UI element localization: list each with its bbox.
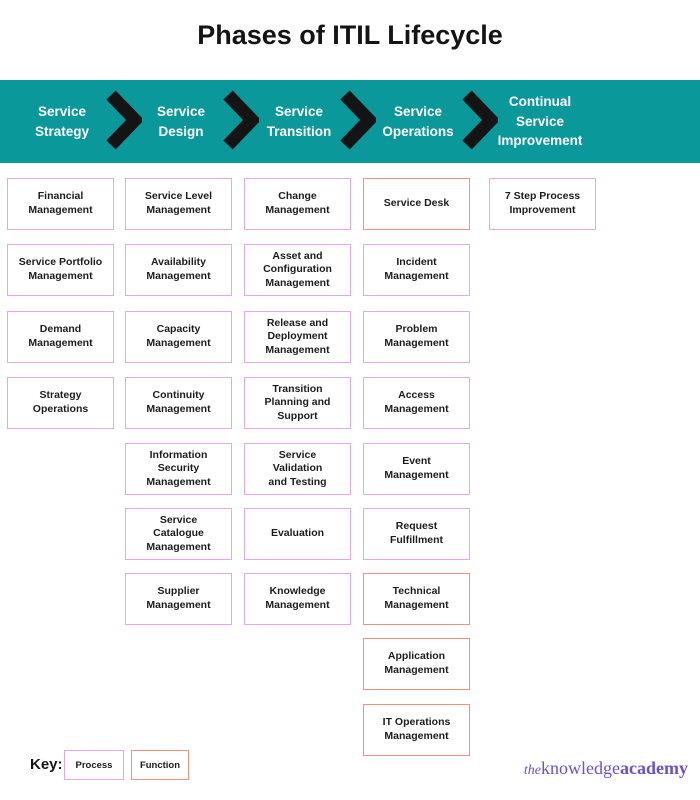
box-change-management: Change Management bbox=[244, 178, 351, 230]
box-evaluation: Evaluation bbox=[244, 508, 351, 560]
box-request-fulfillment: Request Fulfillment bbox=[363, 508, 470, 560]
box-service-level-management: Service Level Management bbox=[125, 178, 232, 230]
box-supplier-management: Supplier Management bbox=[125, 573, 232, 625]
box-application-management: Application Management bbox=[363, 638, 470, 690]
logo-word-academy: academy bbox=[620, 758, 688, 778]
box-continuity-management: Continuity Management bbox=[125, 377, 232, 429]
phase-service-operations: Service Operations bbox=[382, 103, 454, 139]
phase-service-design: Service Design bbox=[156, 103, 206, 139]
box-information-security-management: Information Security Management bbox=[125, 443, 232, 495]
box-incident-management: Incident Management bbox=[363, 244, 470, 296]
box-it-operations-management: IT Operations Management bbox=[363, 704, 470, 756]
box-7-step-process-improvement: 7 Step Process Improvement bbox=[489, 178, 596, 230]
box-strategy-operations: Strategy Operations bbox=[7, 377, 114, 429]
box-capacity-management: Capacity Management bbox=[125, 311, 232, 363]
box-technical-management: Technical Management bbox=[363, 573, 470, 625]
chevron-right-icon bbox=[340, 90, 379, 150]
logo-word-knowledge: knowledge bbox=[541, 758, 621, 778]
box-service-validation-and-testing: Service Validation and Testing bbox=[244, 443, 351, 495]
chevron-right-icon bbox=[106, 90, 145, 150]
key-process-box: Process bbox=[64, 750, 124, 780]
box-release-and-deployment-management: Release and Deployment Management bbox=[244, 311, 351, 363]
box-service-portfolio-management: Service Portfolio Management bbox=[7, 244, 114, 296]
box-event-management: Event Management bbox=[363, 443, 470, 495]
phase-service-strategy: Service Strategy bbox=[34, 103, 90, 139]
box-availability-management: Availability Management bbox=[125, 244, 232, 296]
chevron-right-icon bbox=[462, 90, 501, 150]
chevron-right-icon bbox=[223, 90, 262, 150]
page-title: Phases of ITIL Lifecycle bbox=[197, 20, 503, 50]
key-label: Key: bbox=[30, 756, 63, 773]
phase-continual-service-improvement: Continual Service Improvement bbox=[497, 94, 583, 149]
box-demand-management: Demand Management bbox=[7, 311, 114, 363]
key-function-box: Function bbox=[131, 750, 189, 780]
box-service-desk: Service Desk bbox=[363, 178, 470, 230]
logo-word-the: the bbox=[523, 763, 542, 778]
box-service-catalogue-management: Service Catalogue Management bbox=[125, 508, 232, 560]
box-problem-management: Problem Management bbox=[363, 311, 470, 363]
box-asset-and-configuration-management: Asset and Configuration Management bbox=[244, 244, 351, 296]
box-access-management: Access Management bbox=[363, 377, 470, 429]
box-knowledge-management: Knowledge Management bbox=[244, 573, 351, 625]
brand-logo: theknowledgeacademy bbox=[524, 758, 688, 779]
box-financial-management: Financial Management bbox=[7, 178, 114, 230]
phase-service-transition: Service Transition bbox=[266, 103, 332, 139]
box-transition-planning-and-support: Transition Planning and Support bbox=[244, 377, 351, 429]
